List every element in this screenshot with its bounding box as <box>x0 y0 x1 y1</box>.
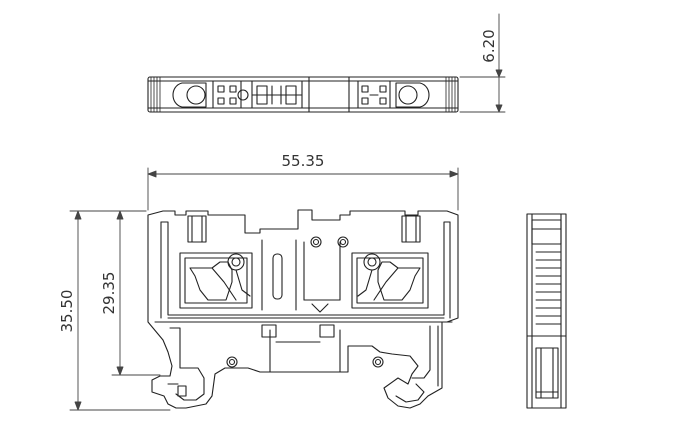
dim-inner-height <box>111 210 161 376</box>
side-view <box>526 213 567 409</box>
front-view <box>147 209 459 409</box>
dim-top-height-label: 6.20 <box>480 29 498 62</box>
dim-top-height <box>459 13 506 113</box>
top-view <box>147 76 459 113</box>
top-view-right-end <box>445 76 456 113</box>
dim-width <box>147 167 459 211</box>
dim-total-height-label: 35.50 <box>58 290 76 333</box>
dim-inner-height-label: 29.35 <box>100 272 118 315</box>
dim-width-label: 55.35 <box>282 152 325 170</box>
top-view-left-end <box>150 76 161 113</box>
side-view-ribs <box>535 251 562 325</box>
